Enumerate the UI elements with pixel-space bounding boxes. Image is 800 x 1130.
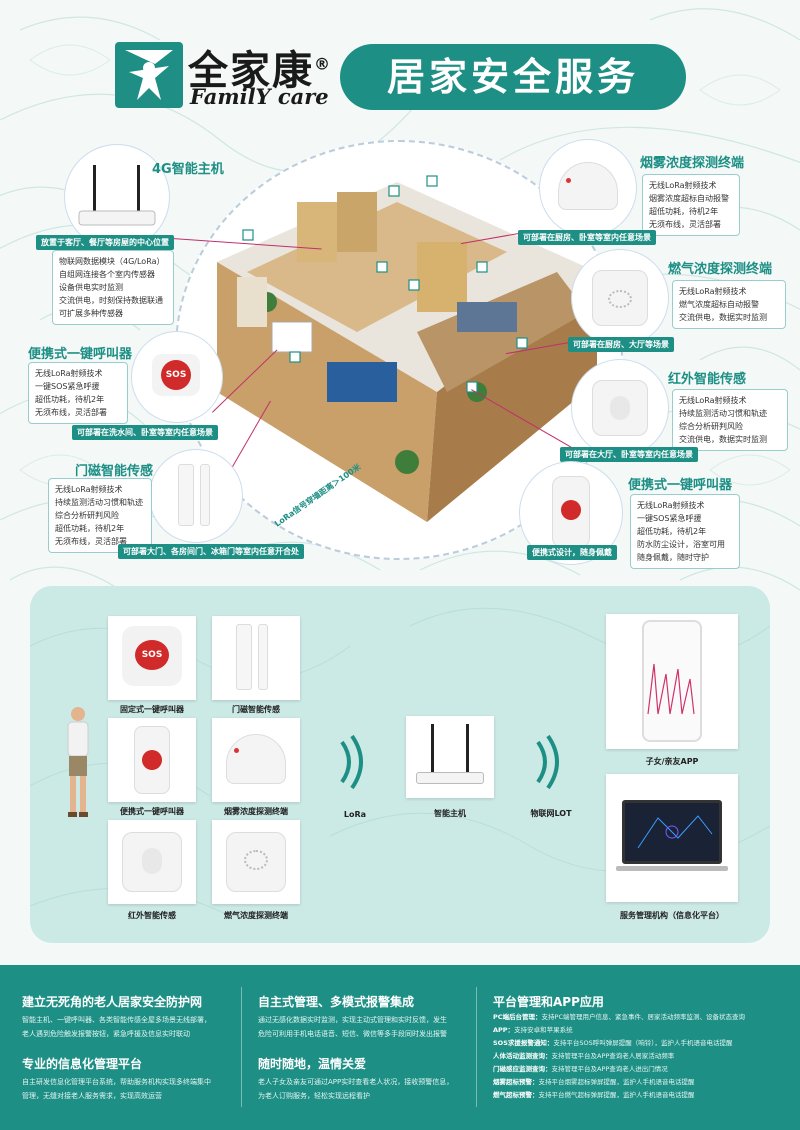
device-caption: 便携式一键呼叫器: [120, 807, 184, 816]
ir-sensor-device-image: [572, 360, 668, 456]
device-card-ir: [108, 820, 196, 904]
pendant-description: 无线LoRa射频技术一键SOS紧急呼援超低功耗，待机2年防水防尘设计，浴室可用随…: [630, 494, 740, 569]
host-label: 智能主机: [434, 809, 466, 818]
device-caption: 烟雾浓度探测终端: [224, 807, 288, 816]
device-card-smoke: [212, 718, 300, 802]
host-tag: 放置于客厅、餐厅等房屋的中心位置: [36, 235, 174, 250]
platform-card: [606, 774, 738, 902]
pendant-title: 便携式一键呼叫器: [628, 478, 733, 493]
portable-sos-device-image: SOS: [132, 332, 222, 422]
gas-detector-title: 燃气浓度探测终端: [668, 262, 773, 277]
smoke-detector-description: 无线LoRa射频技术烟雾浓度超标自动报警超低功耗，待机2年无须布线，灵活部署: [642, 174, 740, 236]
ir-sensor-tag: 可部署在大厅、卧室等室内任意场景: [560, 447, 698, 462]
device-card-fixed-sos: SOS: [108, 616, 196, 700]
portable-sos-description: 无线LoRa射频技术一键SOS紧急呼援超低功耗，待机2年无须布线，灵活部署: [28, 362, 128, 424]
device-caption: 红外智能传感: [128, 911, 176, 920]
gas-detector-tag: 可部署在厨房、大厅等场景: [568, 337, 674, 352]
gas-detector-description: 无线LoRa射频技术燃气浓度超标自动报警交流供电，数据实时监测: [672, 280, 786, 329]
footer-c3-row: 人体活动监测查询：支持管理平台及APP查询老人居家活动频率: [493, 1052, 675, 1060]
sos-button-icon: SOS: [161, 360, 191, 390]
host-card: [406, 716, 494, 798]
device-card-gas: [212, 820, 300, 904]
app-chart-icon: [647, 663, 695, 715]
gas-detector-device-image: [572, 250, 668, 346]
footer: 建立无死角的老人居家安全防护网 智能主机、一键呼叫器、各类智能传感全屋多场景无线…: [0, 965, 800, 1130]
footer-c3-row: 燃气超标预警：支持平台燃气超标弹屏提醒，监护人手机语音电话提醒: [493, 1091, 695, 1099]
pendant-tag: 便携式设计，随身佩戴: [527, 545, 617, 560]
smoke-detector-device-image: [540, 140, 636, 236]
smoke-detector-title: 烟雾浓度探测终端: [640, 156, 745, 171]
app-card: [606, 614, 738, 749]
sos-button-icon: SOS: [135, 640, 169, 670]
footer-c3-row: 门磁感应监测查询：支持管理平台及APP查询老人进出门情况: [493, 1065, 668, 1073]
footer-c3-row: APP：支持安卓和苹果系统: [493, 1026, 573, 1034]
footer-c3-heading: 平台管理和APP应用: [493, 995, 604, 1009]
footer-c2-paragraph-2: 老人子女及亲友可通过APP实时查看老人状况，接收预警信息，为老人订购服务，轻松实…: [258, 1078, 454, 1100]
footer-c3-row: 烟雾超标预警：支持平台烟雾超标弹屏提醒，监护人手机语音电话提醒: [493, 1078, 695, 1086]
footer-c1-heading-2: 专业的信息化管理平台: [22, 1057, 143, 1071]
host-title: 4G智能主机: [152, 162, 224, 177]
platform-label: 服务管理机构（信息化平台）: [620, 911, 724, 920]
footer-c3-list: PC端后台管理：支持PC端管理用户信息、紧急事件、居家活动频率监测、设备状态查询…: [493, 1011, 793, 1102]
footer-divider: [476, 987, 477, 1107]
footer-c3-row: PC端后台管理：支持PC端管理用户信息、紧急事件、居家活动频率监测、设备状态查询: [493, 1013, 746, 1021]
app-label: 子女/亲友APP: [645, 757, 699, 766]
lora-wave-icon: [340, 734, 363, 790]
dashboard-map-icon: [637, 815, 713, 849]
door-sensor-title: 门磁智能传感: [75, 464, 154, 479]
lora-label: LoRa: [343, 810, 367, 819]
iot-label: 物联网LOT: [530, 809, 572, 818]
brand-name: 全家康®: [188, 48, 332, 94]
brand-logo-icon: [115, 42, 183, 108]
footer-c1-paragraph-1: 智能主机、一键呼叫器、各类智能传感全屋多场景无线部署，老人遇到危险触发报警按钮，…: [22, 1016, 211, 1038]
device-caption: 燃气浓度探测终端: [224, 911, 288, 920]
door-sensor-device-image: [150, 450, 242, 542]
page-title: 居家安全服务: [340, 44, 686, 110]
footer-c2-paragraph-1: 通过无感化数据实时监测，实现主动式管理和实时反馈，发生危险可利用手机电话语音、短…: [258, 1016, 447, 1038]
host-device-image: [65, 145, 169, 249]
door-sensor-description: 无线LoRa射频技术持续监测活动习惯和轨迹综合分析研判风险超低功耗，待机2年无须…: [48, 478, 152, 553]
footer-c1-heading-1: 建立无死角的老人居家安全防护网: [22, 995, 203, 1009]
footer-divider: [241, 987, 242, 1107]
ir-sensor-description: 无线LoRa射频技术持续监测活动习惯和轨迹综合分析研判风险交流供电，数据实时监测: [672, 389, 788, 451]
door-sensor-tag: 可部署大门、各房间门、冰箱门等室内任意开合处: [118, 544, 304, 559]
lora-range-label: LoRa信号穿墙距离＞100米: [272, 461, 363, 529]
footer-c1-paragraph-2: 自主研发信息化管理平台系统，帮助服务机构实现多终端集中管理，无缝对接老人服务需求…: [22, 1078, 211, 1100]
smoke-detector-tag: 可部署在厨房、卧室等室内任意场景: [518, 230, 656, 245]
portable-sos-title: 便携式一键呼叫器: [28, 347, 133, 362]
ir-sensor-title: 红外智能传感: [668, 372, 747, 387]
brand-subtitle: FamilY care: [190, 84, 329, 109]
footer-c2-heading-2: 随时随地，温情关爱: [258, 1057, 367, 1071]
elderly-man-icon: [67, 707, 89, 817]
host-description: 物联网数据模块（4G/LoRa）自组网连接各个室内传感器设备供电实时监测交流供电…: [52, 250, 174, 325]
device-caption: 固定式一键呼叫器: [120, 705, 184, 714]
system-diagram-panel: SOS 固定式一键呼叫器 门磁智能传感 便携式一键呼叫器 烟雾浓度探测终端 红外…: [30, 586, 770, 943]
portable-sos-tag: 可部署在洗水间、卧室等室内任意场景: [72, 425, 218, 440]
footer-c2-heading-1: 自主式管理、多模式报警集成: [258, 995, 415, 1009]
iot-wave-icon: [536, 734, 559, 790]
device-card-door-sensor: [212, 616, 300, 700]
footer-c3-row: SOS求援报警通知：支持平台SOS呼叫弹屏提醒（响铃），监护人手机语音电话提醒: [493, 1039, 733, 1047]
device-caption: 门磁智能传感: [232, 705, 280, 714]
device-card-portable-sos: [108, 718, 196, 802]
